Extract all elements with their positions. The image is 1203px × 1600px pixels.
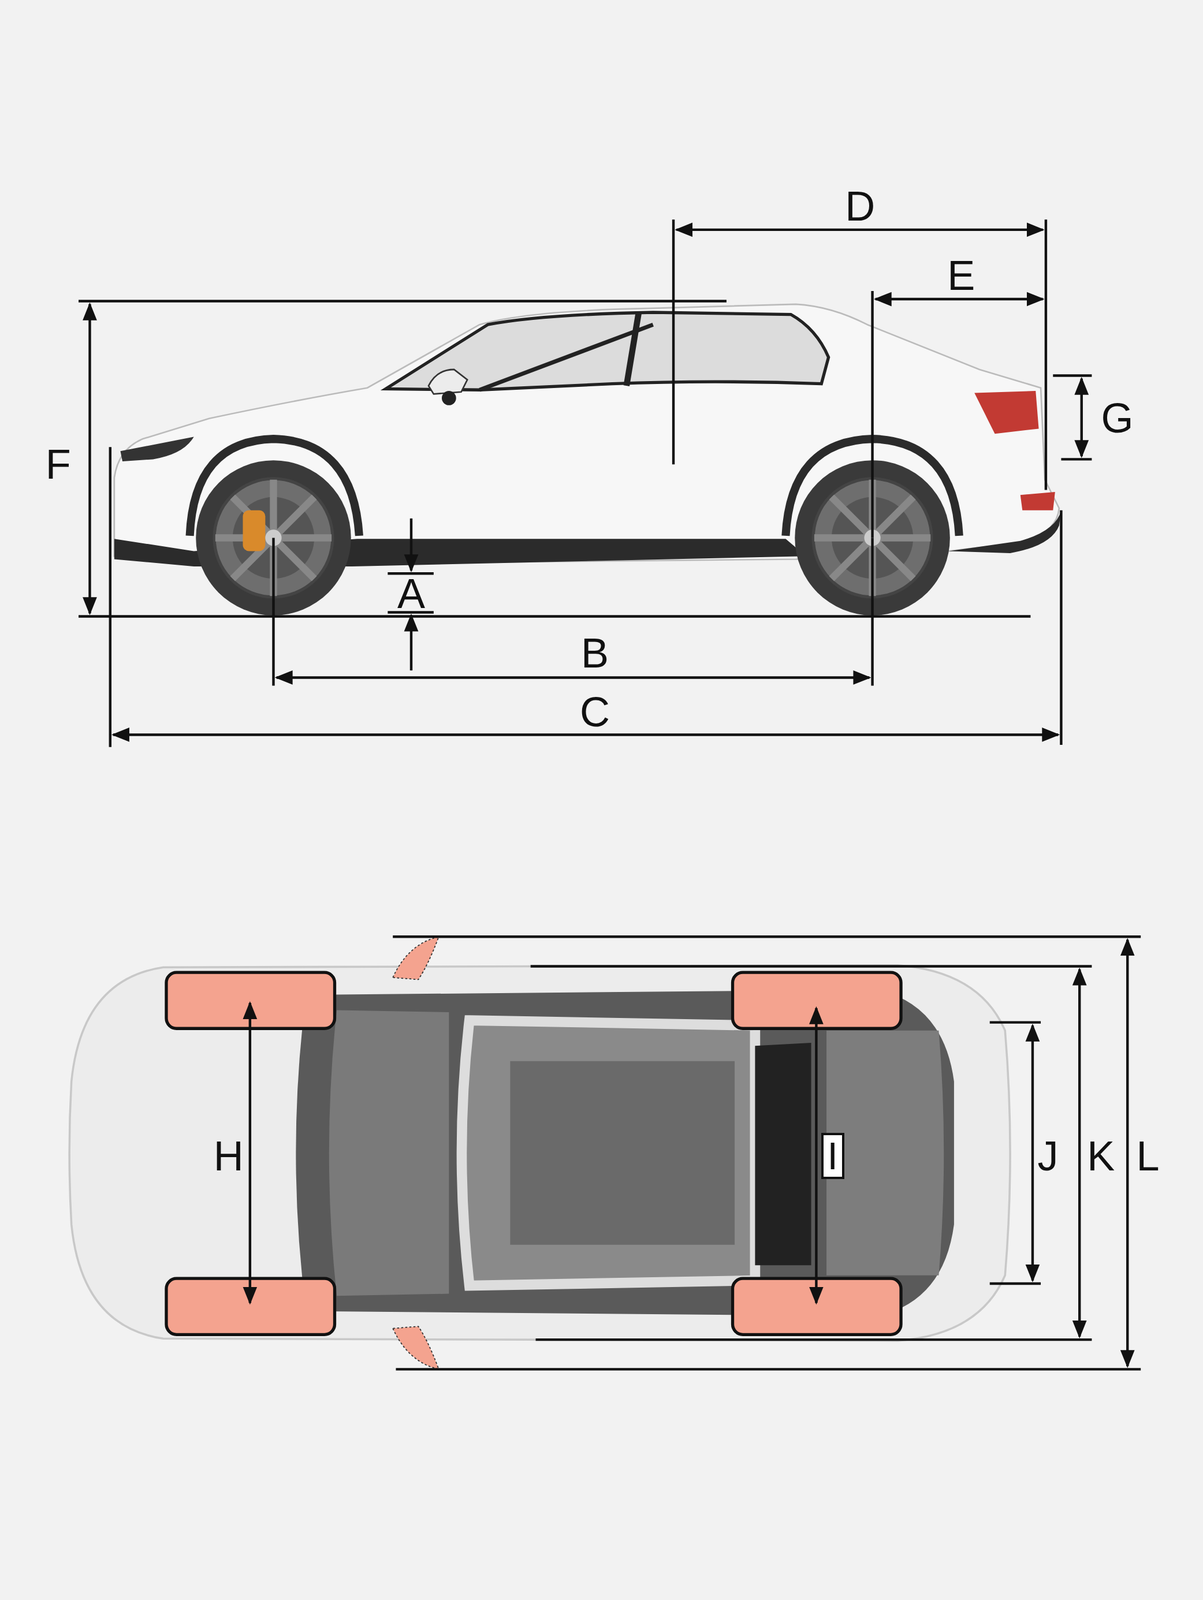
drawing-line bbox=[479, 324, 653, 390]
drawing-path bbox=[509, 1061, 735, 1246]
drawing-path bbox=[428, 369, 468, 394]
drawing-path bbox=[754, 1043, 811, 1266]
drawing-circle bbox=[441, 390, 457, 406]
dimension-letter: H bbox=[213, 1135, 244, 1178]
drawing-line bbox=[1126, 940, 1129, 1368]
drawing-line bbox=[1060, 457, 1092, 461]
drawing-path bbox=[295, 989, 955, 1317]
drawing-line bbox=[395, 1368, 1141, 1371]
drawing-line bbox=[989, 1282, 1041, 1286]
drawing-line bbox=[870, 537, 874, 686]
drawing-line bbox=[78, 299, 727, 303]
drawing-line bbox=[1044, 219, 1048, 490]
drawing-path bbox=[392, 936, 439, 980]
drawing-line bbox=[1031, 1025, 1034, 1281]
drawing-line bbox=[78, 615, 1031, 618]
drawing-path bbox=[461, 1020, 755, 1286]
drawing-rect bbox=[242, 510, 266, 552]
drawing-line bbox=[870, 291, 874, 539]
drawing-line bbox=[530, 965, 1093, 968]
dimension-letter: C bbox=[579, 691, 610, 733]
top-dimension-lines bbox=[250, 936, 1141, 1370]
drawing-line bbox=[1052, 374, 1092, 377]
drawing-line bbox=[1059, 510, 1063, 746]
drawing-line bbox=[535, 1338, 1093, 1342]
drawing-line bbox=[88, 304, 91, 614]
dimension-letter: L bbox=[1136, 1135, 1160, 1178]
drawing-line bbox=[272, 537, 275, 686]
drawing-path bbox=[948, 510, 1061, 554]
drawing-line bbox=[1078, 969, 1081, 1337]
dimension-letter: E bbox=[947, 254, 975, 297]
dimension-letter: I bbox=[827, 1137, 838, 1176]
dimension-letter: G bbox=[1101, 397, 1134, 439]
drawing-path bbox=[69, 965, 1011, 1342]
drawing-line bbox=[989, 1021, 1041, 1024]
drawing-line bbox=[113, 733, 1059, 736]
drawing-line bbox=[276, 676, 870, 679]
drawing-line bbox=[410, 518, 413, 571]
drawing-line bbox=[392, 935, 1141, 938]
top-view-car bbox=[69, 936, 1011, 1370]
letter-box: I bbox=[821, 1133, 845, 1180]
drawing-line bbox=[814, 1008, 818, 1304]
dimension-letter: K bbox=[1086, 1135, 1115, 1178]
dimension-letter: F bbox=[45, 443, 72, 486]
side-view-car bbox=[114, 304, 1062, 616]
drawing-line bbox=[410, 615, 413, 671]
dimension-letter: B bbox=[580, 632, 609, 674]
drawing-path bbox=[120, 437, 194, 462]
drawing-line bbox=[109, 447, 112, 747]
dimension-letter: J bbox=[1037, 1135, 1059, 1178]
drawing-line bbox=[875, 298, 1044, 301]
drawing-line bbox=[672, 219, 675, 465]
side-dimension-lines bbox=[78, 219, 1092, 747]
drawing-line bbox=[676, 228, 1043, 232]
dimension-letter: A bbox=[397, 572, 426, 615]
tyres bbox=[166, 972, 901, 1335]
drawing-path bbox=[1020, 492, 1056, 511]
drawing-line bbox=[248, 1003, 252, 1303]
dimension-letter: D bbox=[844, 185, 875, 227]
drawing-line bbox=[1080, 378, 1083, 457]
drawing-path bbox=[392, 1326, 439, 1370]
drawing-line bbox=[626, 312, 639, 386]
drawing-path bbox=[329, 1010, 450, 1296]
drawing-path bbox=[974, 390, 1039, 434]
